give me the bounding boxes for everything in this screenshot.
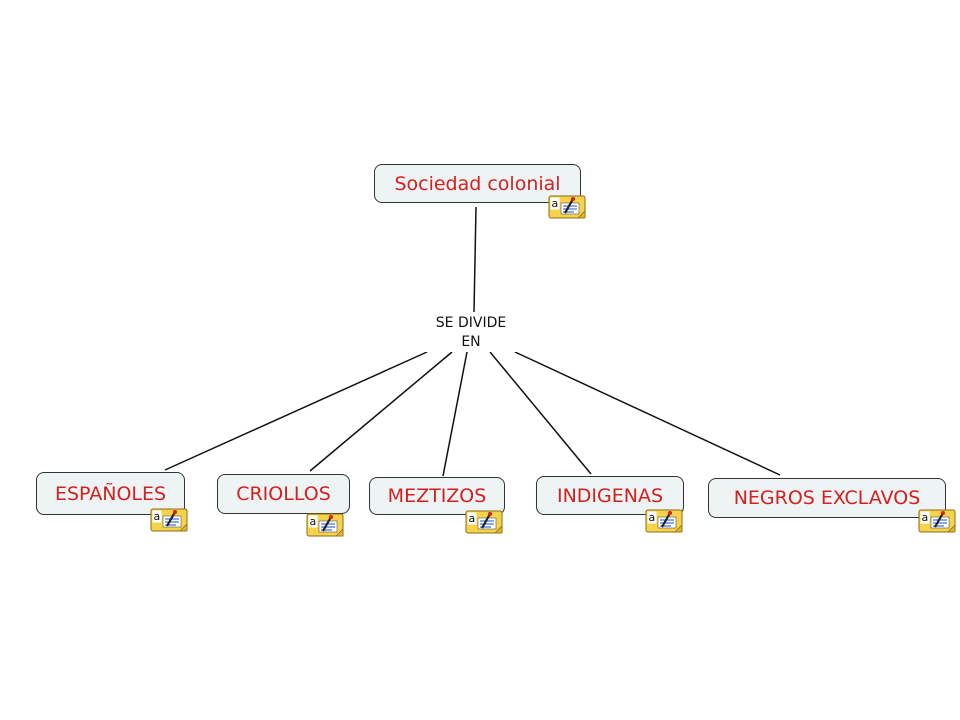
connector-phrase-to-espanoles bbox=[164, 351, 428, 471]
svg-text:a: a bbox=[310, 515, 317, 528]
annotation-note-icon[interactable]: a bbox=[918, 509, 956, 533]
concept-label: INDIGENAS bbox=[556, 484, 664, 507]
connector-phrase-to-indigenas bbox=[489, 351, 592, 475]
svg-text:a: a bbox=[649, 511, 656, 524]
connector-phrase-to-meztizos bbox=[442, 351, 468, 477]
svg-text:a: a bbox=[922, 511, 929, 524]
linking-phrase-line1: SE DIVIDE bbox=[435, 315, 507, 331]
concept-label: MEZTIZOS bbox=[387, 485, 487, 507]
concept-espanoles[interactable]: ESPAÑOLES bbox=[36, 472, 185, 515]
annotation-note-icon[interactable]: a bbox=[548, 195, 586, 219]
concept-label: CRIOLLOS bbox=[236, 483, 331, 505]
concept-criollos[interactable]: CRIOLLOS bbox=[217, 474, 350, 514]
connector-phrase-to-criollos bbox=[309, 351, 453, 472]
annotation-note-icon[interactable]: a bbox=[306, 513, 344, 537]
linking-phrase[interactable]: SE DIVIDE EN bbox=[418, 314, 524, 352]
concept-label: ESPAÑOLES bbox=[54, 482, 167, 505]
linking-phrase-line2: EN bbox=[461, 334, 481, 350]
annotation-note-icon[interactable]: a bbox=[465, 510, 503, 534]
annotation-note-icon[interactable]: a bbox=[645, 509, 683, 533]
svg-text:a: a bbox=[154, 510, 161, 523]
concept-label: Sociedad colonial bbox=[394, 172, 561, 195]
svg-text:a: a bbox=[469, 512, 476, 525]
connector-phrase-to-negros-exclavos bbox=[514, 351, 781, 476]
connector-root-to-phrase bbox=[473, 206, 477, 313]
concept-indigenas[interactable]: INDIGENAS bbox=[536, 476, 684, 515]
concept-meztizos[interactable]: MEZTIZOS bbox=[369, 477, 505, 515]
concept-sociedad-colonial[interactable]: Sociedad colonial bbox=[374, 164, 581, 203]
concept-negros-exclavos[interactable]: NEGROS EXCLAVOS bbox=[708, 478, 946, 518]
svg-text:a: a bbox=[552, 197, 559, 210]
concept-label: NEGROS EXCLAVOS bbox=[733, 487, 921, 509]
annotation-note-icon[interactable]: a bbox=[150, 508, 188, 532]
